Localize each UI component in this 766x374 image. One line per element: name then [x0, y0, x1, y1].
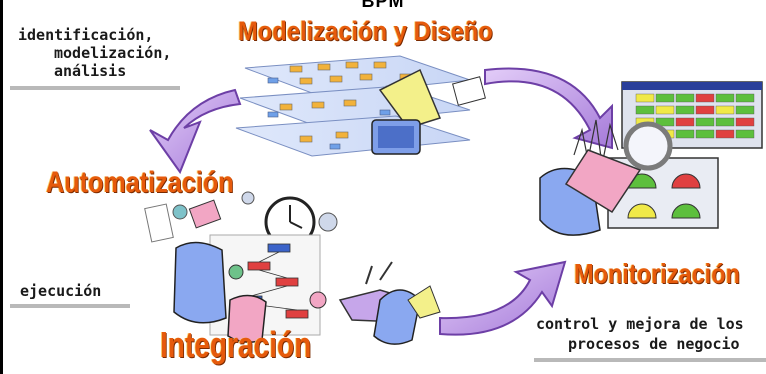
integrator-figure — [338, 261, 441, 345]
note-monitoring-line-1: control y mejora de los — [536, 315, 744, 333]
designer-figure — [371, 68, 486, 155]
note-monitoring-line-2: procesos de negocio — [568, 335, 740, 353]
note-design-line-3: análisis — [54, 62, 127, 80]
cycle-arrow-bottom-right — [439, 260, 567, 336]
diagram-title: BPM — [361, 0, 405, 11]
stage-label-monitoring: Monitorización — [574, 258, 740, 289]
note-monitoring: control y mejora de los procesos de nego… — [536, 314, 744, 354]
note-execution: ejecución — [20, 282, 102, 300]
note-design-line-1: identificación, — [18, 26, 154, 44]
stage-label-modeling: Modelización y Diseño — [238, 16, 493, 46]
magnifier-figure — [539, 121, 673, 236]
stage-label-automation: Automatización — [46, 166, 234, 199]
gauge-icons — [627, 173, 701, 219]
cycle-arrow-top-right — [484, 67, 613, 150]
note-design-line-2: modelización, — [54, 44, 172, 62]
note-design: identificación, modelización, análisis — [18, 26, 171, 80]
automation-icons — [144, 191, 338, 248]
cycle-arrow-top-left — [149, 88, 242, 175]
stage-label-integration: Integración — [160, 324, 312, 365]
note-underlines — [10, 86, 766, 362]
frame-border — [0, 0, 3, 374]
integration-workflow — [173, 234, 327, 343]
